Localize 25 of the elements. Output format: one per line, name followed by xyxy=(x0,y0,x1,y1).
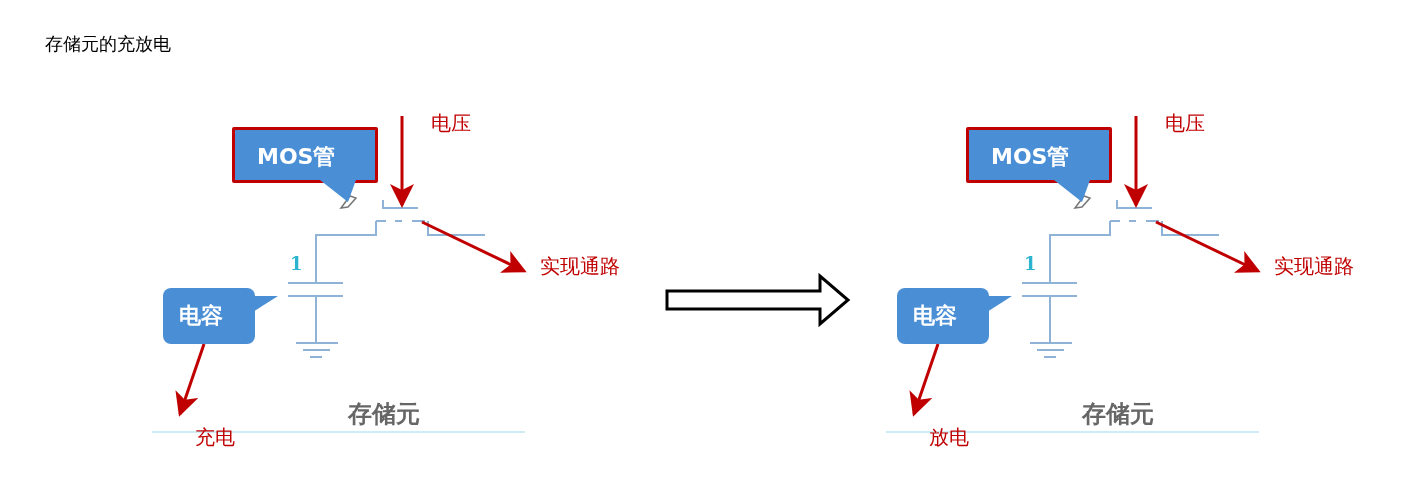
callout-text: MOS管 xyxy=(257,143,336,171)
annotation-text: 实现通路 xyxy=(1274,253,1354,280)
annotation-text: 电压 xyxy=(431,110,471,137)
annotation-text: 电压 xyxy=(1165,110,1205,137)
arrow xyxy=(909,343,940,417)
arrow xyxy=(1155,220,1261,273)
callout-text: 电容 xyxy=(913,302,957,330)
annotation-text: 放电 xyxy=(929,424,969,451)
callout-bubble xyxy=(897,288,989,344)
callout-text: MOS管 xyxy=(991,143,1070,171)
callout-bubble xyxy=(163,288,255,344)
annotation-text: 实现通路 xyxy=(540,253,620,280)
arrow xyxy=(1124,116,1148,208)
annotation-text: 充电 xyxy=(195,424,235,451)
number-label: 1 xyxy=(290,253,303,274)
arrow xyxy=(390,116,414,208)
arrow xyxy=(175,343,206,417)
transistor-symbol xyxy=(1109,199,1160,222)
title: 存储元的充放电 xyxy=(45,32,171,56)
number-label: 1 xyxy=(1024,253,1037,274)
arrow xyxy=(421,220,527,273)
transistor-symbol xyxy=(375,199,426,222)
caption-text: 存储元 xyxy=(1082,398,1154,430)
callout-text: 电容 xyxy=(179,302,223,330)
caption-text: 存储元 xyxy=(348,398,420,430)
